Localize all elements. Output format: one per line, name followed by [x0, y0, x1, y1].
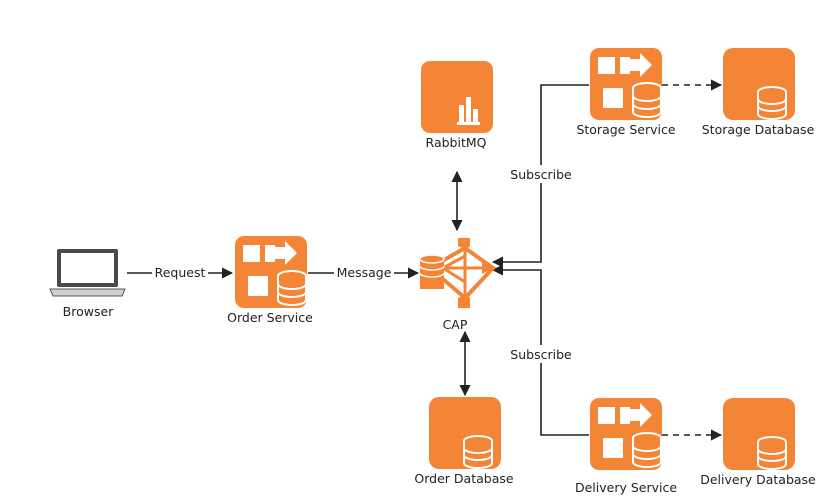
- delivery-service-label: Delivery Service: [575, 480, 677, 495]
- order-database-node: Order Database: [414, 396, 514, 486]
- database-icon: [722, 47, 796, 121]
- router-icon: [419, 238, 497, 308]
- cap-node: CAP: [419, 238, 497, 332]
- delivery-database-label: Delivery Database: [700, 472, 816, 487]
- order-service-label: Order Service: [227, 310, 313, 325]
- storage-database-node: Storage Database: [702, 47, 815, 137]
- cap-label: CAP: [443, 317, 468, 332]
- order-service-node: Order Service: [227, 235, 313, 325]
- database-icon: [722, 397, 796, 471]
- message-label: Message: [337, 265, 392, 280]
- service-icon: [234, 235, 308, 309]
- storage-service-node: Storage Service: [576, 47, 676, 137]
- laptop-icon: [49, 249, 126, 297]
- service-icon: [589, 397, 663, 471]
- queue-icon: [421, 61, 493, 133]
- subscribe-label-top: Subscribe: [510, 167, 572, 182]
- delivery-database-node: Delivery Database: [700, 397, 816, 487]
- storage-database-label: Storage Database: [702, 122, 815, 137]
- database-icon: [428, 396, 502, 470]
- rabbitmq-label: RabbitMQ: [426, 135, 487, 150]
- order-database-label: Order Database: [414, 471, 513, 486]
- service-icon: [589, 47, 663, 121]
- rabbitmq-node: RabbitMQ: [421, 61, 493, 150]
- subscribe-label-bottom: Subscribe: [510, 347, 572, 362]
- delivery-service-node: Delivery Service: [575, 397, 677, 495]
- browser-label: Browser: [63, 304, 115, 319]
- storage-service-label: Storage Service: [576, 122, 675, 137]
- request-label: Request: [155, 265, 206, 280]
- browser-node: Browser: [49, 249, 126, 319]
